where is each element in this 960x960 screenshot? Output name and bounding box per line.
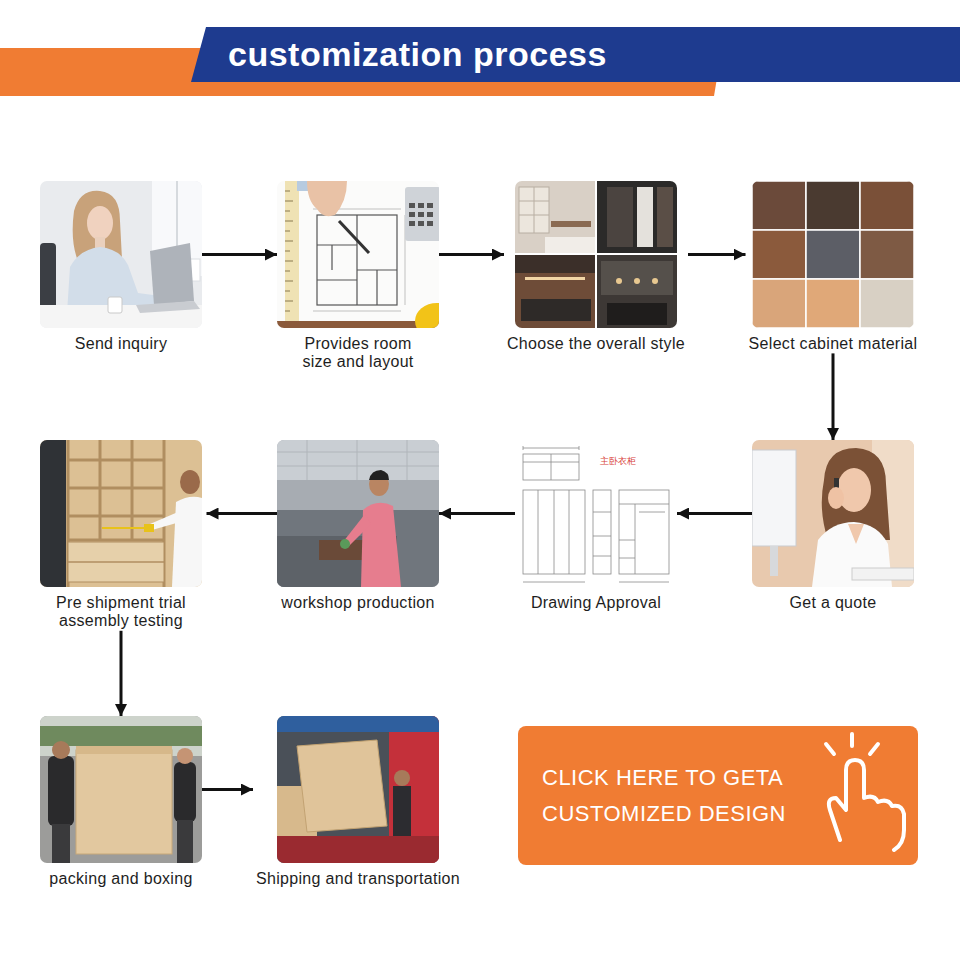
flow-arrow [202,788,253,791]
process-step: Get a quote [752,440,914,612]
step-caption: Send inquiry [75,335,168,353]
phone-photo [752,440,914,587]
process-step: Provides room size and layout [277,181,439,372]
photo-frame [515,181,677,328]
office-photo [40,181,202,328]
assembly-photo [40,440,202,587]
banner-blue [191,27,960,82]
flow-arrow [832,353,835,440]
photo-frame [40,716,202,863]
process-step: Select cabinet material [746,181,921,353]
photo-frame [40,440,202,587]
workshop-photo [277,440,439,587]
photo-frame [752,440,914,587]
process-step: workshop production [277,440,439,612]
blueprint-photo [277,181,439,328]
photo-frame [277,716,439,863]
drawing-note: 主卧衣柜 [600,455,636,468]
photo-frame [515,440,677,587]
flow-arrow [207,512,278,515]
step-caption: workshop production [281,594,434,612]
flow-arrow [202,253,277,256]
step-caption: Shipping and transportation [256,870,460,888]
process-step: packing and boxing [40,716,202,888]
step-caption: Choose the overall style [507,335,685,353]
button-text: CLICK HERE TO GETA CUSTOMIZED DESIGN [542,760,817,832]
flow-arrow [439,512,515,515]
tap-hand-icon [826,734,904,850]
material-swatches [752,181,914,328]
interior-photos [515,181,677,328]
process-step: Send inquiry [40,181,202,353]
photo-frame [752,181,914,328]
photo-frame [277,181,439,328]
step-caption: Provides room size and layout [292,335,424,372]
packing-photo [40,716,202,863]
photo-frame [277,440,439,587]
truck-photo [277,716,439,863]
process-step: Choose the overall style [504,181,688,353]
cta-button: CLICK HERE TO GETA CUSTOMIZED DESIGN [518,726,918,865]
flow-arrow [120,631,123,716]
process-step: Drawing Approval [515,440,677,612]
photo-frame [40,181,202,328]
flow-arrow [688,253,746,256]
flow-arrow [677,512,752,515]
cabinet-drawing [515,440,677,587]
cta-ground [518,726,918,865]
flow-arrow [439,253,504,256]
step-caption: Drawing Approval [531,594,661,612]
step-caption: Get a quote [790,594,877,612]
process-step: Shipping and transportation [253,716,463,888]
page-title: customization process [228,27,607,82]
step-caption: Select cabinet material [749,335,918,353]
step-caption: packing and boxing [49,870,192,888]
step-caption: Pre shipment trial assembly testing [39,594,204,631]
process-step: Pre shipment trial assembly testing [36,440,207,631]
